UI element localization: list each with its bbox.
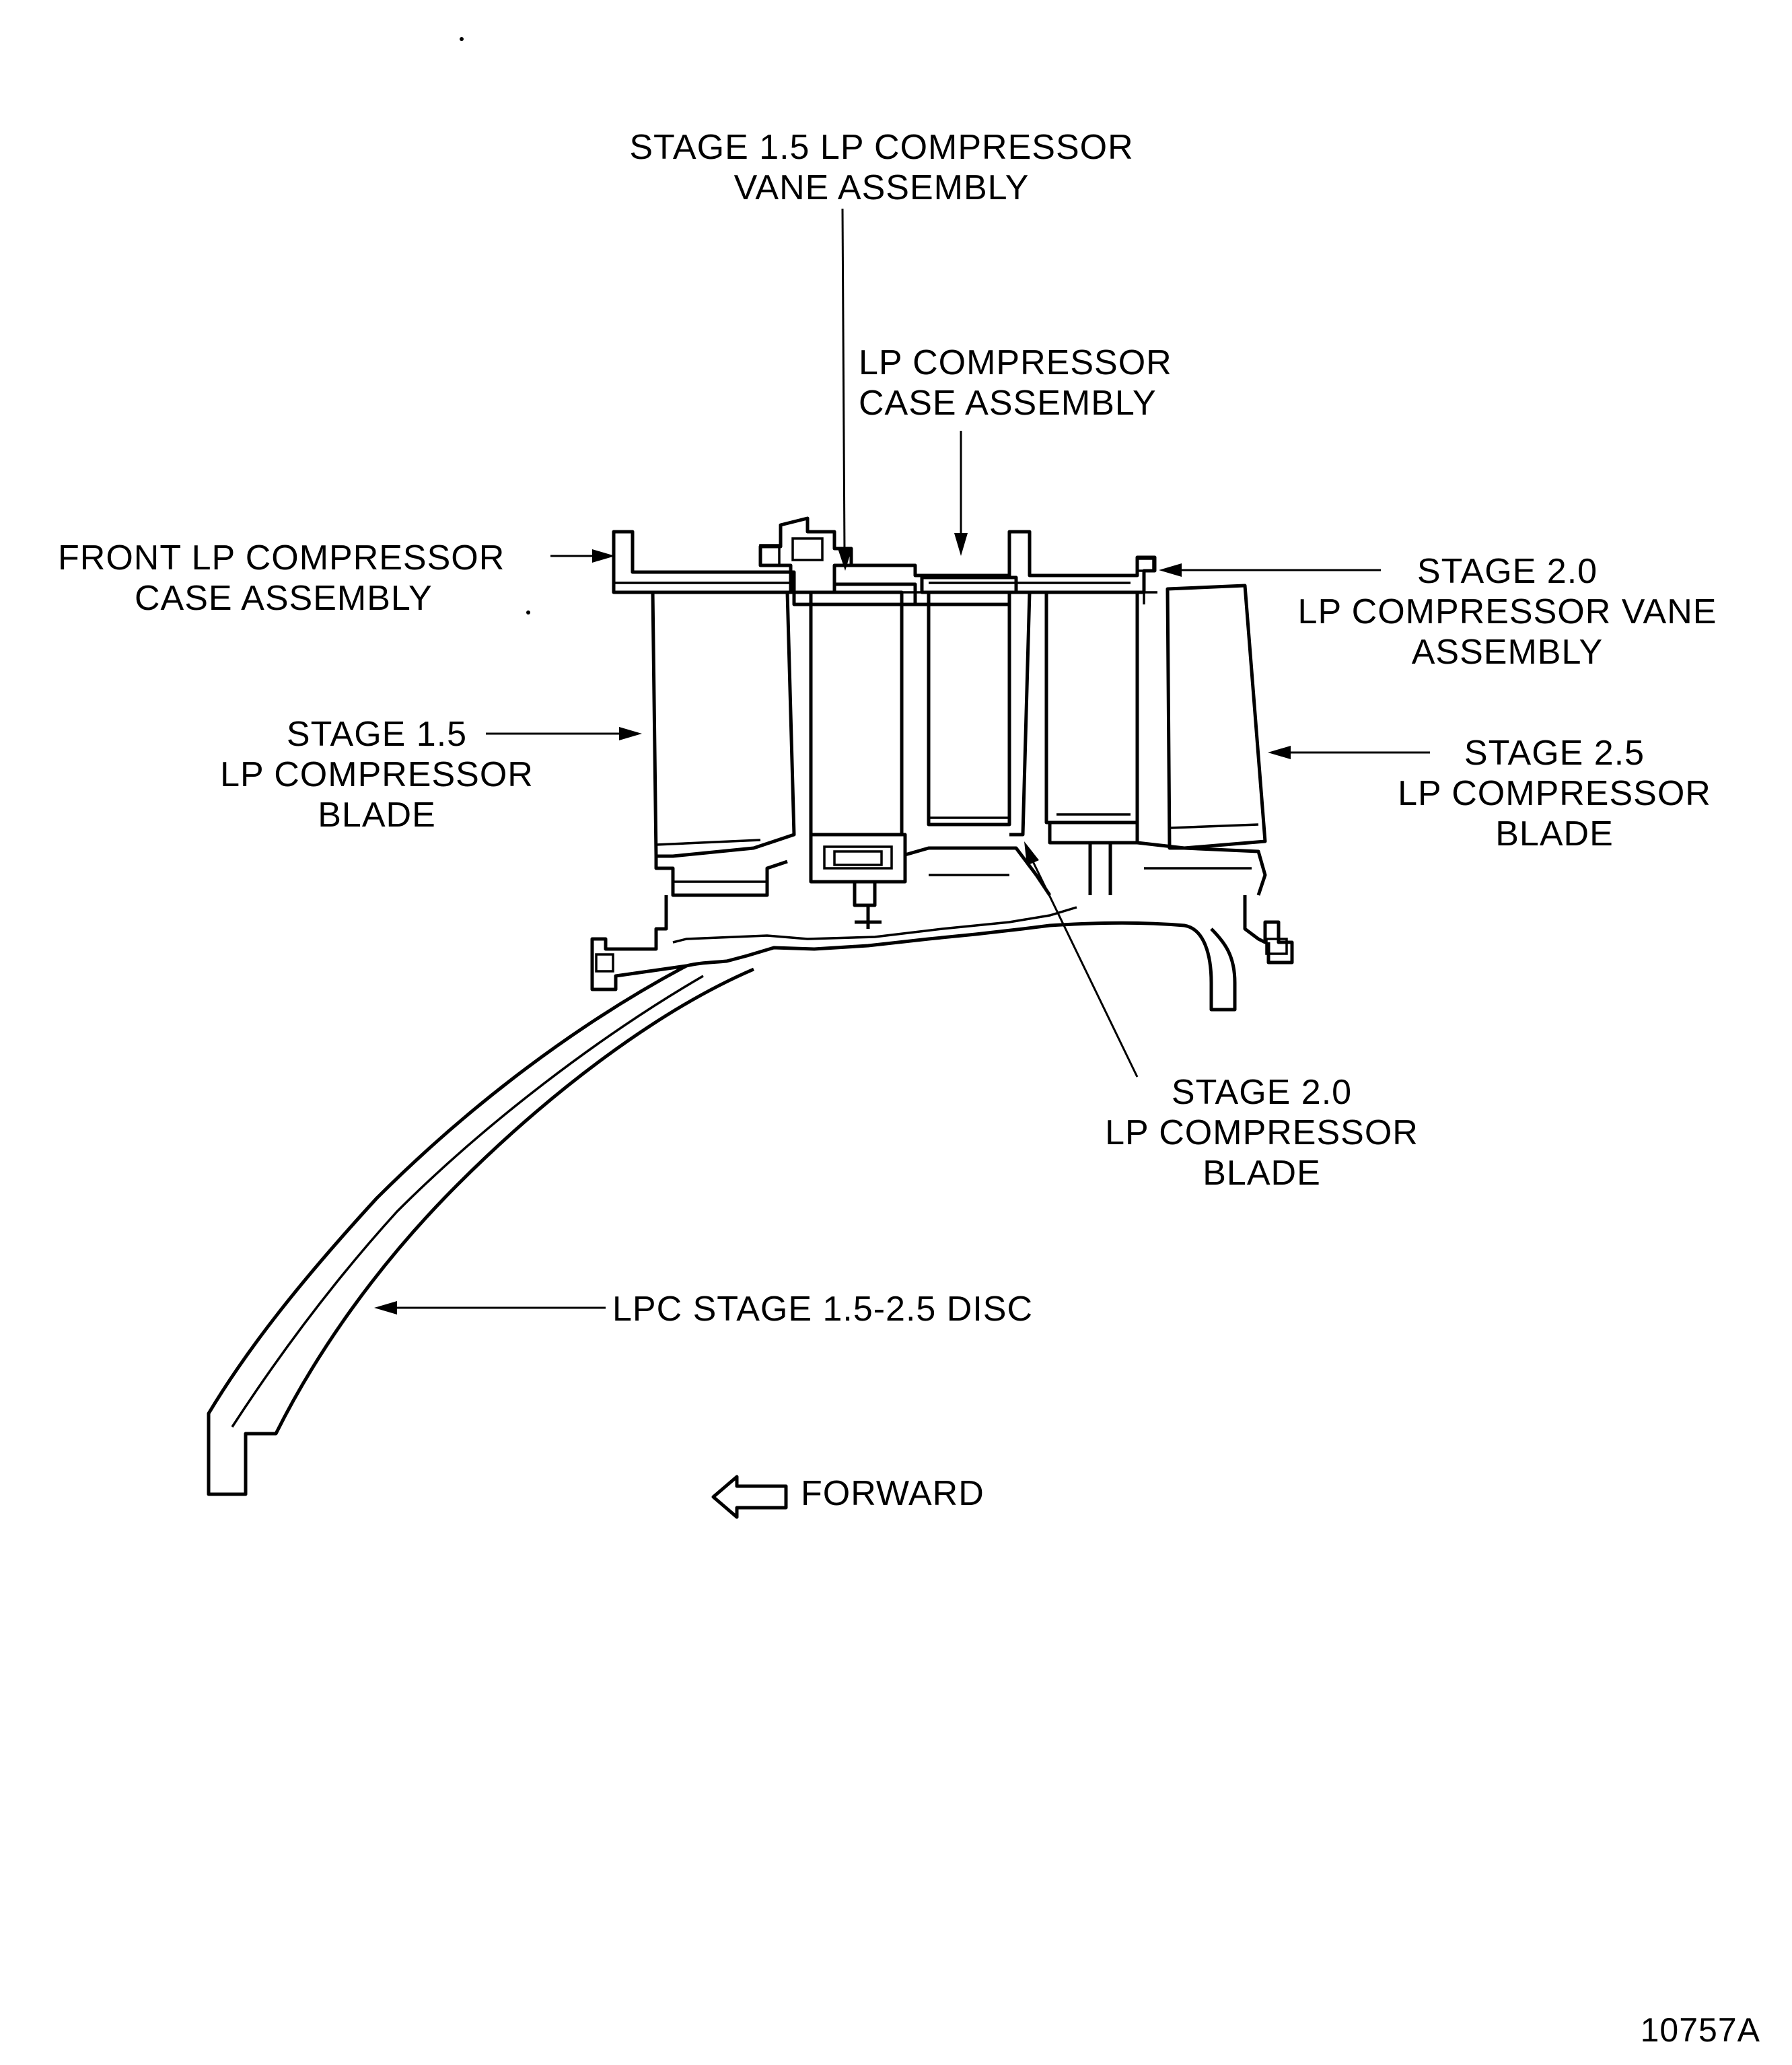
stage-2-0-vane-assembly: [1044, 590, 1139, 845]
leader-front-case: [550, 549, 615, 563]
stage-1-5-blade: [651, 590, 796, 858]
label-forward: FORWARD: [801, 1474, 984, 1513]
label-stage-2-5-blade-line-1: STAGE 2.5: [1464, 734, 1645, 773]
label-stage-1-5-vane-line-1: STAGE 1.5 LP COMPRESSOR: [629, 128, 1133, 167]
label-stage-2-0-vane-line-2: LP COMPRESSOR VANE: [1298, 592, 1717, 631]
label-lp-compressor-case-assembly: LP COMPRESSOR CASE ASSEMBLY: [859, 343, 1172, 423]
label-lpc-disc: LPC STAGE 1.5-2.5 DISC: [612, 1290, 1033, 1329]
leader-stage-1-5-vane: [838, 208, 852, 571]
label-stage-1-5-blade-line-2: LP COMPRESSOR: [220, 755, 534, 794]
leader-stage-2-0-vane: [1159, 563, 1381, 577]
label-stage-1-5-blade: STAGE 1.5 LP COMPRESSOR BLADE: [220, 715, 534, 835]
label-front-lp-compressor-case-assembly: FRONT LP COMPRESSOR CASE ASSEMBLY: [58, 538, 505, 618]
scan-speck: [460, 37, 464, 41]
case-bolts: [614, 544, 1157, 604]
label-front-case-line-2: CASE ASSEMBLY: [135, 579, 433, 618]
label-stage-2-0-blade: STAGE 2.0 LP COMPRESSOR BLADE: [1105, 1073, 1419, 1193]
leader-stage-2-5-blade: [1268, 746, 1430, 759]
figure-code: 10757A: [1641, 2011, 1760, 2049]
leader-lp-case: [954, 431, 968, 556]
label-stage-2-0-vane-line-1: STAGE 2.0: [1417, 552, 1598, 591]
label-stage-1-5-vane-line-2: VANE ASSEMBLY: [734, 168, 1030, 207]
label-stage-1-5-vane-assembly: STAGE 1.5 LP COMPRESSOR VANE ASSEMBLY: [629, 128, 1133, 207]
leader-stage-1-5-blade: [486, 727, 642, 740]
front-lp-compressor-case: [612, 530, 796, 594]
label-stage-2-0-blade-line-2: LP COMPRESSOR: [1105, 1113, 1419, 1152]
label-front-case-line-1: FRONT LP COMPRESSOR: [58, 538, 505, 578]
label-stage-2-5-blade: STAGE 2.5 LP COMPRESSOR BLADE: [1398, 734, 1711, 853]
label-stage-2-5-blade-line-3: BLADE: [1495, 814, 1614, 853]
blade-platforms: [654, 841, 1267, 929]
forward-arrow-icon: [711, 1475, 788, 1519]
label-lp-case-line-1: LP COMPRESSOR: [859, 343, 1172, 382]
label-stage-2-0-vane-line-3: ASSEMBLY: [1412, 633, 1603, 672]
leader-stage-2-0-blade: [1024, 841, 1139, 1078]
label-stage-2-5-blade-line-2: LP COMPRESSOR: [1398, 774, 1711, 813]
lpc-stage-1-5-2-5-disc: [207, 895, 1294, 1496]
label-stage-1-5-blade-line-1: STAGE 1.5: [287, 715, 467, 754]
label-stage-2-0-blade-line-1: STAGE 2.0: [1172, 1073, 1352, 1112]
stage-2-0-blade: [927, 590, 1032, 837]
stage-1-5-vane-airfoil: [809, 590, 907, 884]
label-lp-case-line-2: CASE ASSEMBLY: [859, 384, 1157, 423]
stage-2-5-blade: [1166, 584, 1267, 850]
scan-speck: [526, 610, 530, 615]
label-stage-2-0-blade-line-3: BLADE: [1203, 1154, 1321, 1193]
label-stage-2-0-vane-assembly: STAGE 2.0 LP COMPRESSOR VANE ASSEMBLY: [1298, 552, 1717, 672]
leader-lpc-disc: [374, 1301, 606, 1315]
label-stage-1-5-blade-line-3: BLADE: [318, 796, 436, 835]
